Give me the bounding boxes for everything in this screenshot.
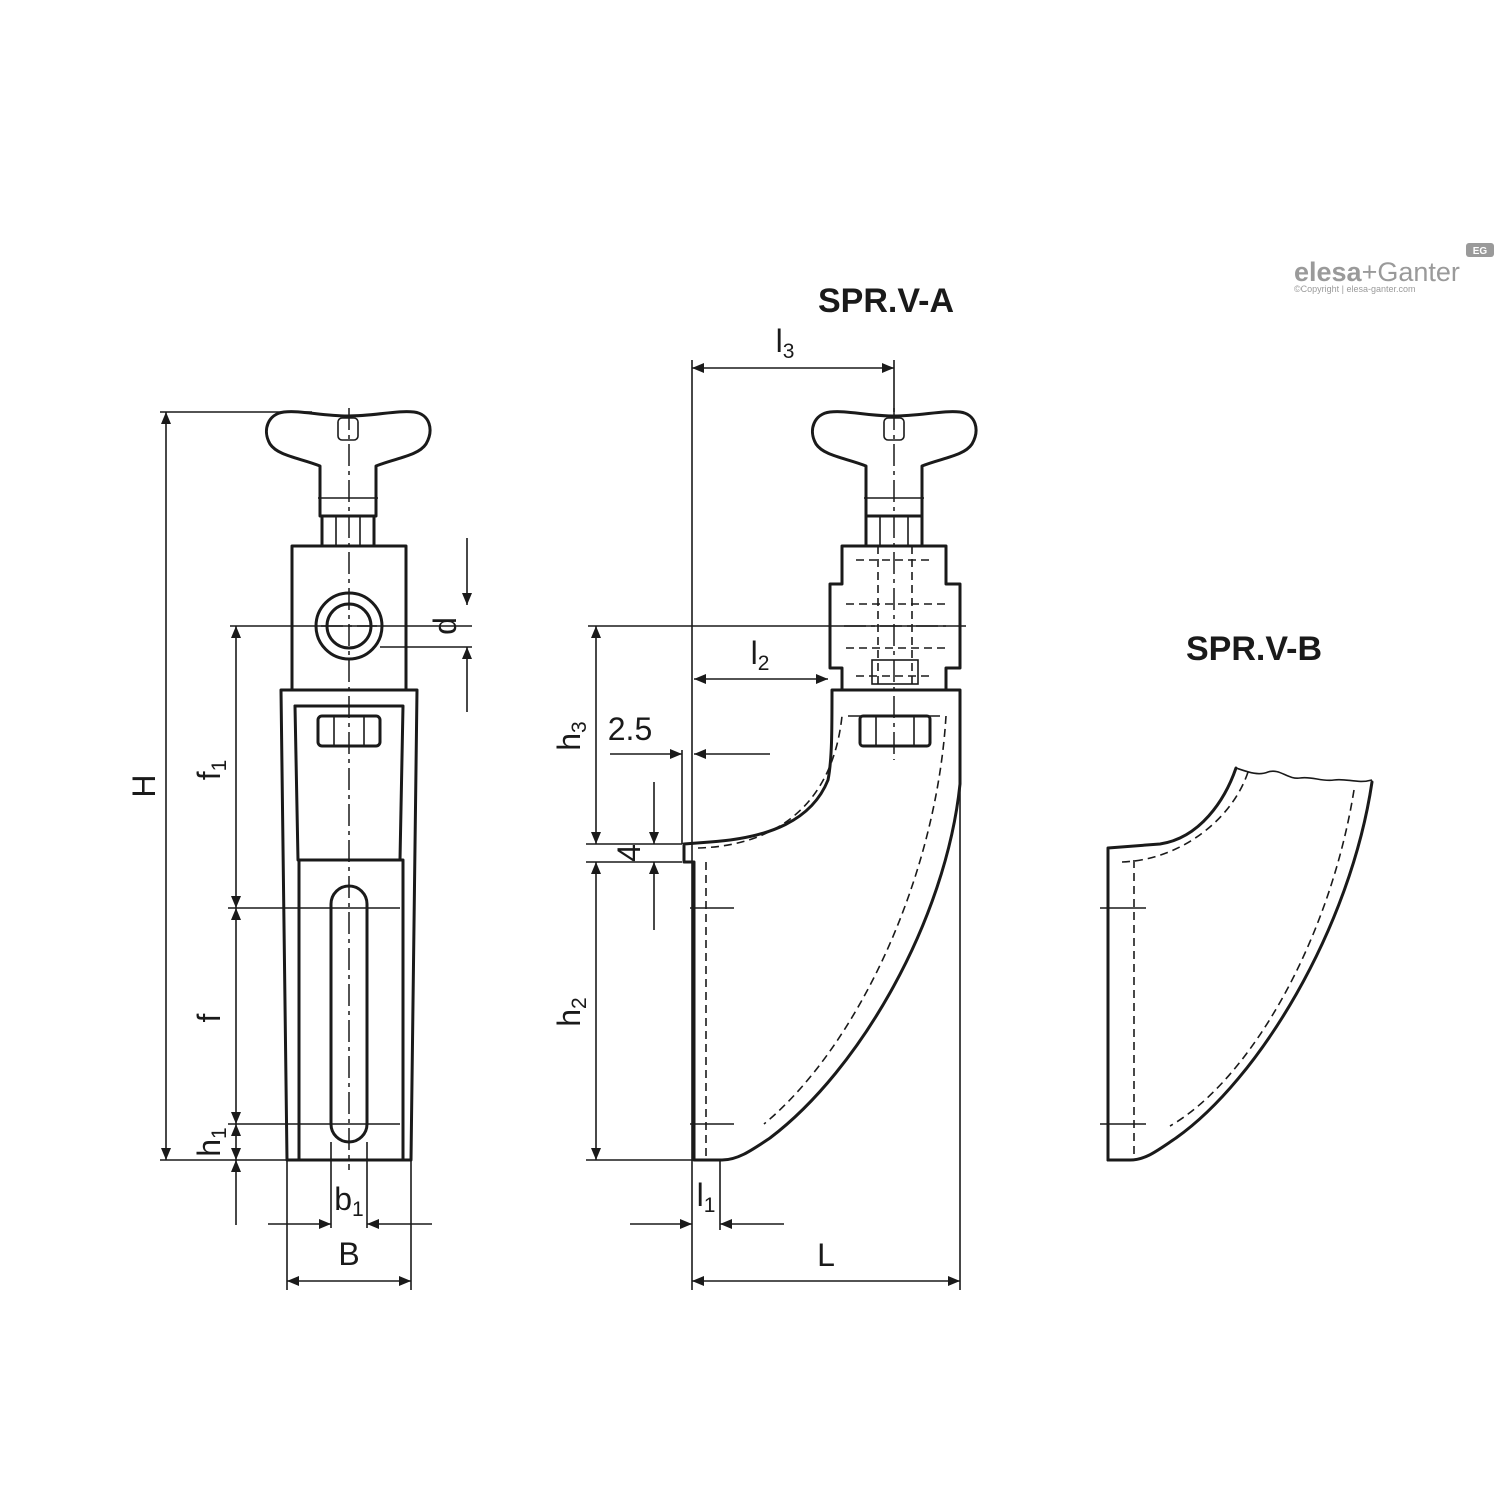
dim-label-2-5: 2.5: [608, 711, 652, 747]
detail-b-break-line: [1235, 767, 1373, 783]
dim-label-l1: l1: [697, 1177, 716, 1217]
side-view-a: [586, 360, 978, 1290]
dim-label-h1: h1: [191, 1127, 231, 1156]
brand-badge-icon: [1466, 243, 1494, 257]
side-bottom-nut: [858, 714, 932, 748]
detail-view-b: [1100, 766, 1374, 1162]
brand-logo: EG elesa+Ganter ©Copyright | elesa-gante…: [1294, 243, 1494, 294]
dim-label-l3: l3: [776, 323, 795, 363]
dim-label-h2: h2: [551, 997, 591, 1026]
front-view: [160, 408, 472, 1290]
front-knob: [265, 410, 432, 548]
dim-label-H: H: [126, 774, 162, 797]
front-lower-plate: [297, 858, 405, 1162]
title-spr-v-a: SPR.V-A: [818, 282, 954, 320]
detail-b-bracket: [1106, 766, 1238, 1162]
dim-label-L: L: [817, 1237, 835, 1273]
dim-label-4: 4: [611, 844, 647, 862]
dim-label-l2: l2: [751, 635, 770, 675]
dim-label-h3: h3: [551, 721, 591, 750]
dim-label-f1: f1: [191, 760, 231, 781]
brand-name: elesa+Ganter: [1294, 257, 1460, 287]
brand-badge-text: EG: [1473, 246, 1488, 257]
dim-label-B: B: [338, 1236, 359, 1272]
dim-label-f: f: [191, 1013, 227, 1022]
side-bracket: [682, 688, 962, 1162]
dim-label-b1: b1: [334, 1181, 363, 1221]
dim-label-d: d: [427, 617, 463, 635]
side-head-block: [828, 544, 962, 692]
title-spr-v-b: SPR.V-B: [1186, 630, 1322, 668]
brand-copyright: ©Copyright | elesa-ganter.com: [1294, 284, 1416, 294]
